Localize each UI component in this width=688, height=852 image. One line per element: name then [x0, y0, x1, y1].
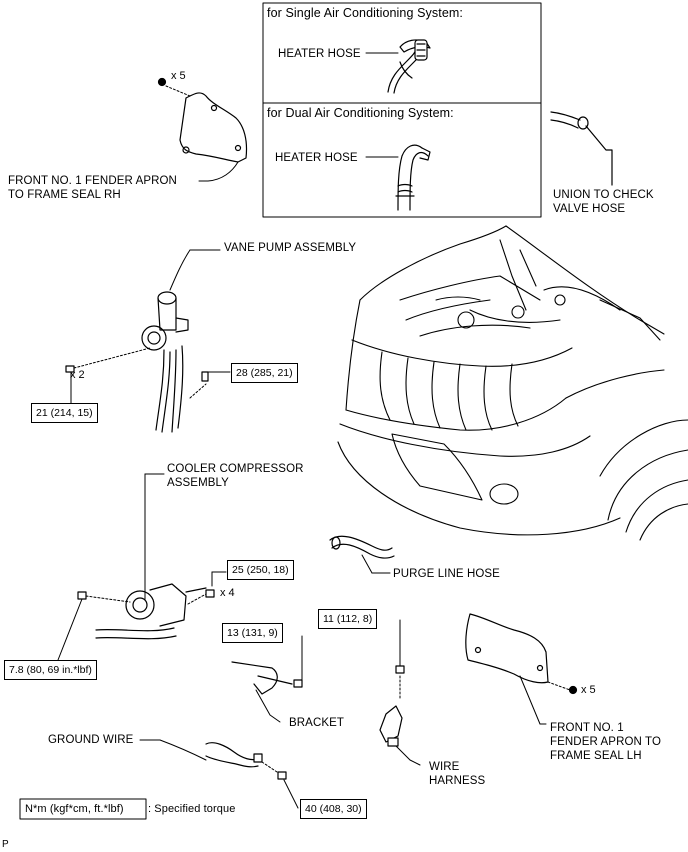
- bracket-label: BRACKET: [289, 717, 345, 729]
- ground-wire-label: GROUND WIRE: [48, 734, 134, 746]
- union-check-valve-hose-drawing: [550, 111, 613, 186]
- torque-pump-rear: 28 (285, 21): [231, 363, 298, 383]
- vehicle-front-body-drawing: [337, 225, 688, 541]
- fender-apron-seal-rh-label: FRONT NO. 1 FENDER APRON TO FRAME SEAL R…: [8, 175, 177, 201]
- dual-ac-heater-hose-drawing: [365, 144, 431, 211]
- fender-apron-seal-lh-drawing: [465, 613, 578, 725]
- dual-ac-heater-hose-label: HEATER HOSE: [275, 152, 358, 164]
- single-ac-heater-hose-label: HEATER HOSE: [278, 48, 361, 60]
- dual-ac-panel-title: for Dual Air Conditioning System:: [267, 106, 454, 120]
- legend-torque-unit: N*m (kgf*cm, ft.*lbf): [25, 803, 124, 815]
- rh-seal-clip-quantity: x 5: [171, 70, 186, 82]
- pump-bolt-quantity: x 2: [70, 369, 85, 381]
- cooler-compressor-assembly-drawing: [57, 473, 227, 661]
- single-ac-panel-title: for Single Air Conditioning System:: [267, 6, 463, 20]
- fender-apron-seal-rh-drawing: [157, 77, 248, 182]
- legend-box: [19, 798, 147, 820]
- wire-harness-drawing: [379, 619, 421, 766]
- torque-bracket-bolt: 13 (131, 9): [222, 623, 283, 643]
- purge-line-hose-drawing: [329, 535, 395, 574]
- wire-harness-label: WIRE HARNESS: [429, 761, 486, 787]
- heater-hose-panel-frame: [262, 2, 542, 218]
- ground-wire-drawing: [139, 739, 299, 809]
- single-ac-heater-hose-drawing: [365, 39, 431, 94]
- torque-compressor-stud: 25 (250, 18): [227, 560, 294, 580]
- union-check-valve-hose-label: UNION TO CHECK VALVE HOSE: [553, 189, 654, 215]
- torque-harness-nut: 11 (112, 8): [318, 609, 378, 629]
- compressor-bolt-quantity: x 4: [220, 587, 235, 599]
- figure-code: P: [2, 839, 9, 850]
- vane-pump-assembly-drawing: [65, 249, 231, 433]
- torque-pump-front: 21 (214, 15): [31, 403, 98, 423]
- lh-seal-clip-quantity: x 5: [581, 684, 596, 696]
- purge-line-hose-label: PURGE LINE HOSE: [393, 568, 500, 580]
- torque-ground-bolt: 40 (408, 30): [300, 799, 367, 819]
- fender-apron-seal-lh-label: FRONT NO. 1 FENDER APRON TO FRAME SEAL L…: [550, 722, 661, 762]
- legend-description: : Specified torque: [148, 803, 236, 815]
- torque-compressor-bolt: 7.8 (80, 69 in.*lbf): [4, 660, 97, 680]
- vane-pump-assembly-label: VANE PUMP ASSEMBLY: [224, 242, 357, 254]
- cooler-compressor-assembly-label: COOLER COMPRESSOR ASSEMBLY: [167, 463, 304, 489]
- bracket-drawing: [231, 635, 303, 723]
